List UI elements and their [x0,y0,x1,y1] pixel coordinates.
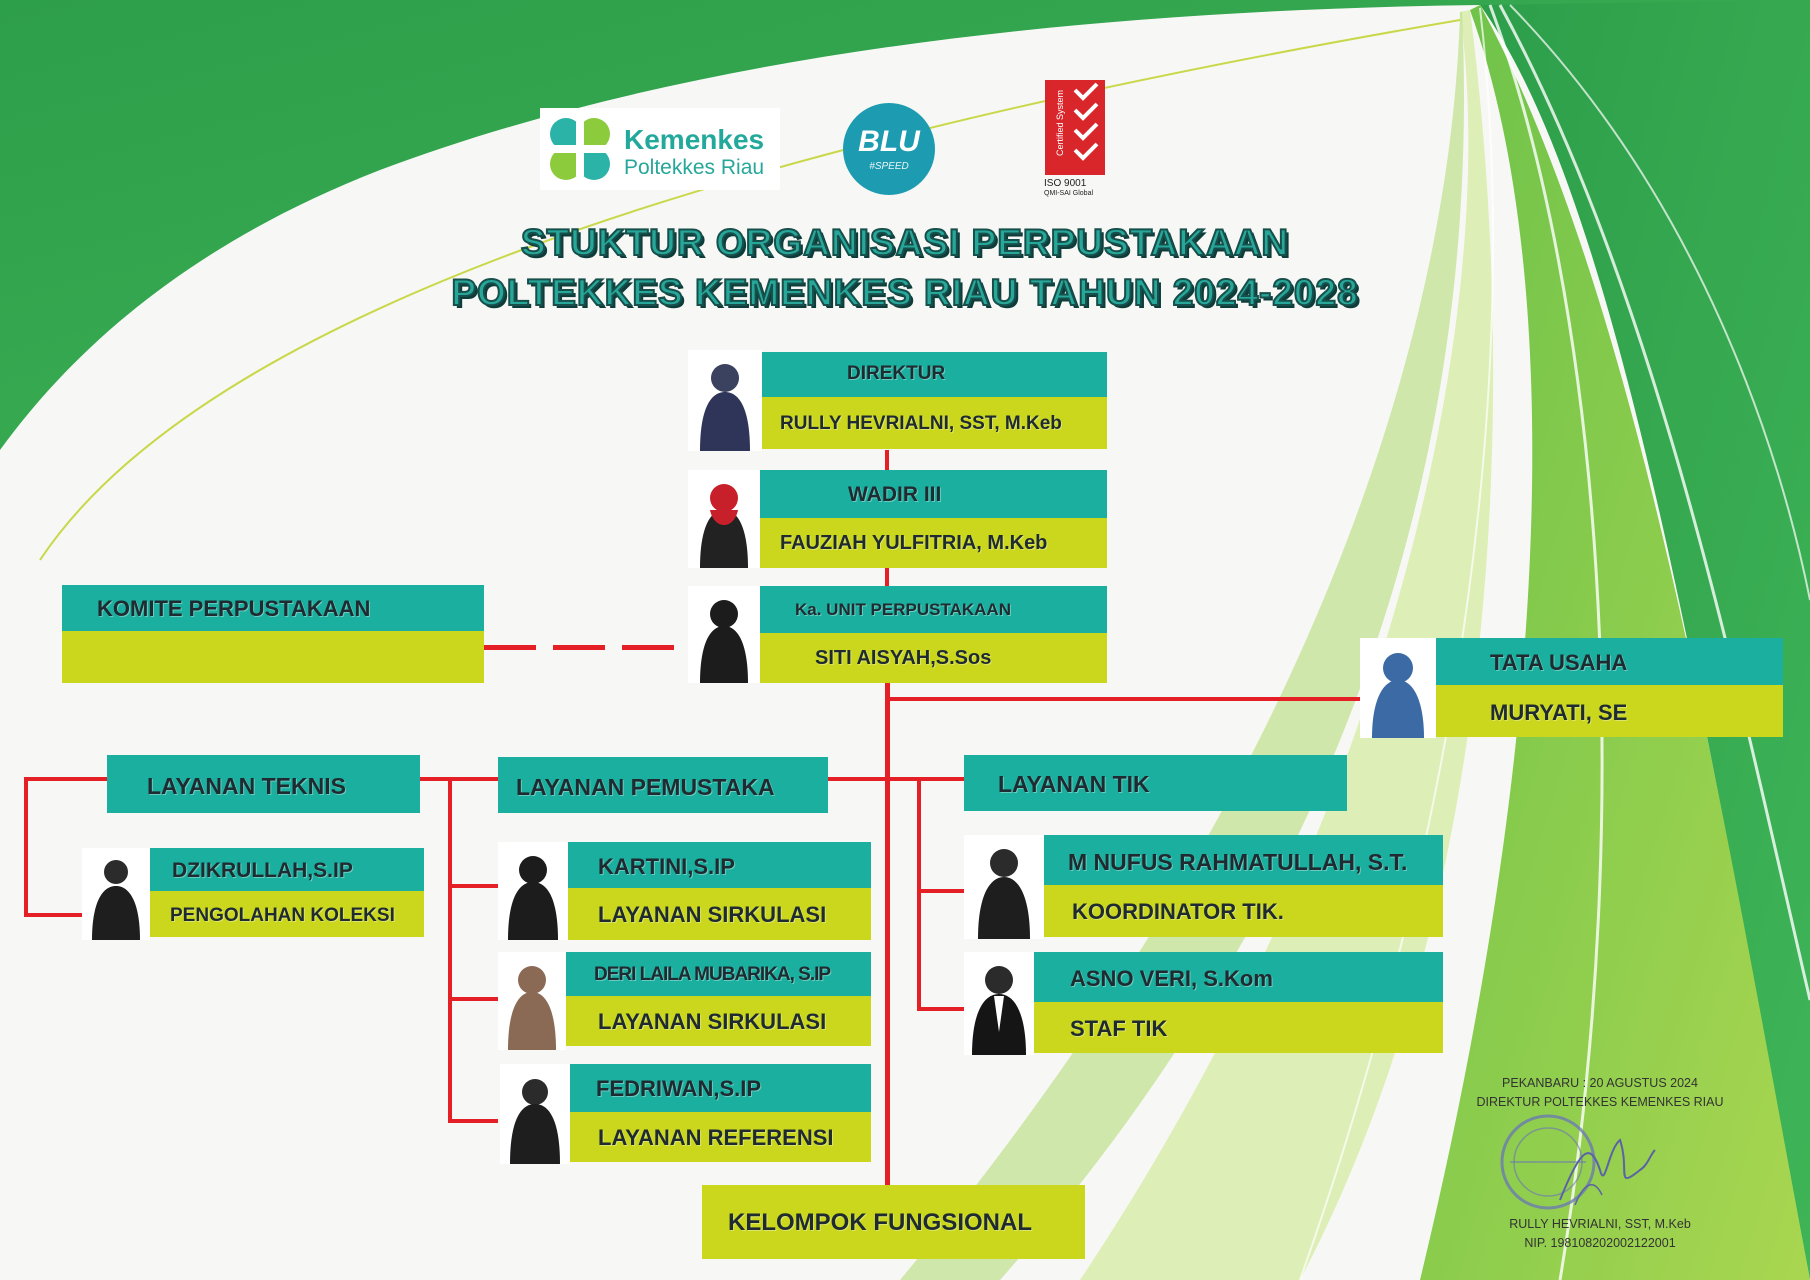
kaunit-name: SITI AISYAH,S.Sos [815,647,992,669]
person-silhouette-icon [978,849,1030,939]
nufus-photo [964,835,1044,939]
kaunit-role-box: Ka. UNIT PERPUSTAKAAN [760,586,1107,633]
fedriwan-photo [500,1064,570,1164]
kemenkes-logo: Kemenkes Poltekkes Riau [540,108,780,190]
wadir-role: WADIR III [848,483,942,506]
direktur-role: DIREKTUR [847,363,946,384]
nufus-role: KOORDINATOR TIK. [1072,899,1284,924]
dzikrullah-photo [82,848,150,940]
kartini-photo [498,842,568,940]
deri-role-box: LAYANAN SIRKULASI [566,996,871,1046]
kelompok-fungsional-box: KELOMPOK FUNGSIONAL [702,1185,1085,1259]
direktur-role-box: DIREKTUR [762,352,1107,397]
deri-photo [498,952,566,1050]
deri-role: LAYANAN SIRKULASI [598,1009,827,1034]
wadir-name: FAUZIAH YULFITRIA, M.Keb [780,532,1048,554]
fedriwan-role: LAYANAN REFERENSI [598,1125,834,1150]
tata-usaha-role-box: TATA USAHA [1436,638,1783,685]
kaunit-photo [688,586,760,683]
person-silhouette-icon [700,364,750,451]
blu-speed-text: #SPEED [869,161,909,172]
layanan-tik-label: LAYANAN TIK [998,771,1150,797]
nufus-name-box: M NUFUS RAHMATULLAH, S.T. [1044,835,1443,885]
blu-text: BLU [858,125,920,158]
asno-role: STAF TIK [1070,1016,1168,1041]
kartini-name: KARTINI,S.IP [598,854,735,879]
signature-name: RULLY HEVRIALNI, SST, M.Keb [1509,1217,1691,1231]
deri-name: DERI LAILA MUBARIKA, S.IP [594,964,831,985]
kaunit-role: Ka. UNIT PERPUSTAKAAN [795,600,1011,619]
person-silhouette-icon [972,966,1026,1055]
direktur-name-box: RULLY HEVRIALNI, SST, M.Keb [762,397,1107,449]
iso-label: ISO 9001 [1044,178,1087,189]
layanan-tik-box: LAYANAN TIK [964,755,1347,811]
kaunit-name-box: SITI AISYAH,S.Sos [760,633,1107,683]
asno-name-box: ASNO VERI, S.Kom [1034,952,1443,1002]
kartini-role: LAYANAN SIRKULASI [598,902,827,927]
asno-photo [964,952,1034,1055]
layanan-teknis-label: LAYANAN TEKNIS [147,773,346,799]
official-stamp-signature [1500,1114,1656,1210]
komite-role-box: KOMITE PERPUSTAKAAN [62,585,484,631]
person-silhouette-icon [508,966,556,1050]
iso-sub: QMI-SAI Global [1044,190,1094,197]
tata-usaha-name-box: MURYATI, SE [1436,685,1783,737]
tata-usaha-name: MURYATI, SE [1490,700,1628,725]
fedriwan-name-box: FEDRIWAN,S.IP [570,1064,871,1112]
kemenkes-subtitle: Poltekkes Riau [624,156,765,179]
level-line [24,777,964,781]
wadir-name-box: FAUZIAH YULFITRIA, M.Keb [760,518,1107,568]
asno-role-box: STAF TIK [1034,1002,1443,1053]
title-line-1: STUKTUR ORGANISASI PERPUSTAKAAN [520,221,1290,264]
wadir-photo [688,470,760,568]
deri-name-box: DERI LAILA MUBARIKA, S.IP [566,952,871,996]
person-silhouette-icon [510,1079,560,1164]
asno-name: ASNO VERI, S.Kom [1070,966,1273,991]
teknis-staff-role-box: PENGOLAHAN KOLEKSI [150,891,424,937]
kelompok-fungsional-label: KELOMPOK FUNGSIONAL [728,1209,1032,1236]
title-line-2: POLTEKKES KEMENKES RIAU TAHUN 2024-2028 [450,271,1359,314]
komite-role: KOMITE PERPUSTAKAAN [97,596,371,621]
kartini-name-box: KARTINI,S.IP [568,842,871,888]
layanan-pemustaka-label: LAYANAN PEMUSTAKA [516,774,775,800]
iso-badge: Certified System [1045,80,1105,175]
kartini-role-box: LAYANAN SIRKULASI [568,888,871,940]
kemenkes-name: Kemenkes [624,124,765,155]
wadir-role-box: WADIR III [760,470,1107,518]
layanan-teknis-box: LAYANAN TEKNIS [107,755,420,813]
signature-place-date: PEKANBARU : 20 AGUSTUS 2024 [1502,1076,1698,1090]
nufus-name: M NUFUS RAHMATULLAH, S.T. [1068,849,1408,875]
tata-usaha-line [885,697,1360,701]
direktur-name: RULLY HEVRIALNI, SST, M.Keb [780,413,1062,434]
person-silhouette-icon [92,860,140,940]
layanan-pemustaka-box: LAYANAN PEMUSTAKA [498,757,828,813]
teknis-staff-name: DZIKRULLAH,S.IP [172,859,353,882]
kemenkes-cross-icon [550,118,610,180]
teknis-staff-role: PENGOLAHAN KOLEKSI [170,905,395,926]
person-silhouette-icon [700,600,748,683]
tata-usaha-photo [1360,638,1436,738]
iso-certification-logo: Certified System ISO 9001 QMI-SAI Global [1040,80,1110,205]
fedriwan-role-box: LAYANAN REFERENSI [570,1112,871,1162]
person-silhouette-icon [1372,653,1424,738]
check-marks-icon [1073,82,1099,161]
komite-name-box [62,631,484,683]
blu-logo: BLU #SPEED [843,103,935,195]
teknis-staff-name-box: DZIKRULLAH,S.IP [150,848,424,891]
nufus-role-box: KOORDINATOR TIK. [1044,885,1443,937]
tata-usaha-role: TATA USAHA [1490,650,1628,675]
person-silhouette-icon [700,484,748,568]
person-silhouette-icon [508,856,558,940]
main-vertical-line [885,683,890,1185]
fedriwan-name: FEDRIWAN,S.IP [596,1076,762,1101]
signature-nip: NIP. 198108202002122001 [1524,1236,1676,1250]
direktur-photo [688,350,762,451]
signature-office: DIREKTUR POLTEKKES KEMENKES RIAU [1476,1095,1724,1109]
